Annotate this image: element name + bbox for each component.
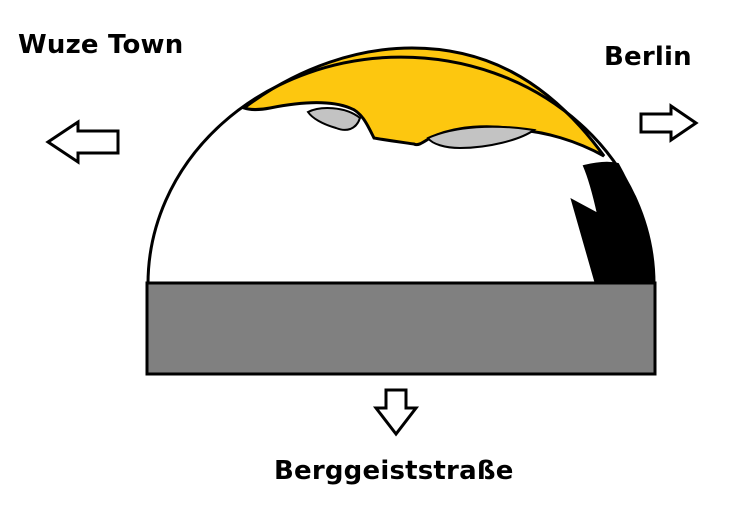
arrow-left-icon[interactable] xyxy=(45,119,120,165)
arrow-down-icon[interactable] xyxy=(372,388,420,437)
arrow-right-icon[interactable] xyxy=(639,103,699,143)
roof-patch-right xyxy=(426,125,537,150)
floor xyxy=(145,281,657,376)
direction-label-east: Berlin xyxy=(604,42,692,72)
dome-outline xyxy=(146,55,656,285)
direction-label-south: Berggeiststraße xyxy=(274,456,514,486)
direction-label-west: Wuze Town xyxy=(18,30,184,60)
roof-patch-left xyxy=(306,107,362,131)
